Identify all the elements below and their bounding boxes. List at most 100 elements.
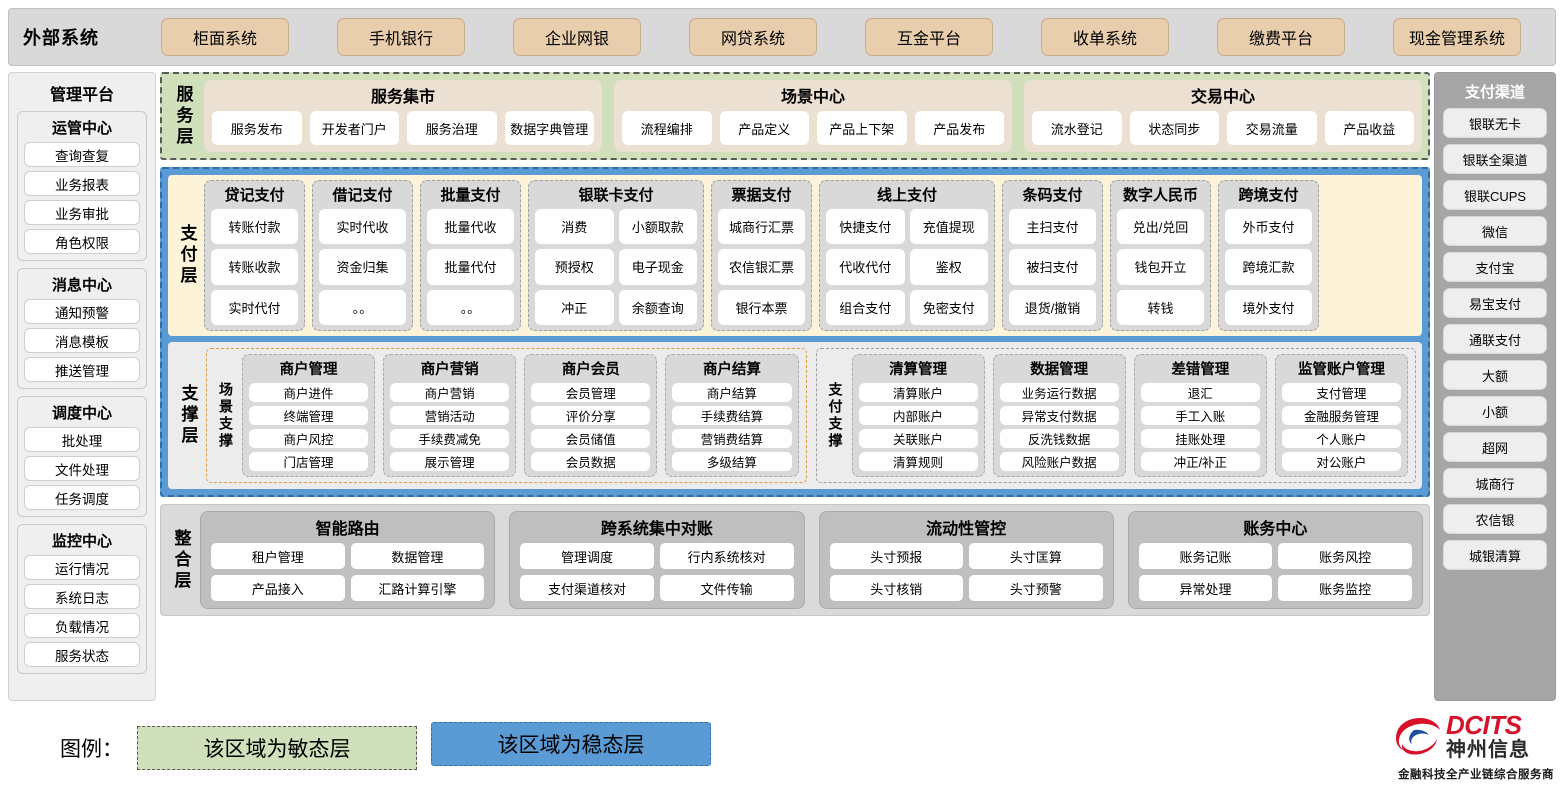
support-chip[interactable]: 会员管理 [531,383,651,402]
payment-chip[interactable]: 组合支付 [826,289,905,325]
payment-chip[interactable]: 。。 [319,289,406,325]
support-chip[interactable]: 挂账处理 [1140,429,1260,448]
sidebar-item-task-scheduling[interactable]: 任务调度 [24,485,140,510]
integration-chip[interactable]: 产品接入 [211,575,345,601]
channel-item-alipay[interactable]: 支付宝 [1443,252,1547,282]
support-chip[interactable]: 关联账户 [858,429,978,448]
sidebar-item-push-management[interactable]: 推送管理 [24,357,140,382]
service-chip[interactable]: 产品收益 [1324,111,1414,145]
support-chip[interactable]: 商户进件 [249,383,369,402]
external-system-chip[interactable]: 互金平台 [865,18,993,56]
payment-chip[interactable]: 被扫支付 [1009,249,1096,285]
external-system-chip[interactable]: 缴费平台 [1217,18,1345,56]
sidebar-item-business-approval[interactable]: 业务审批 [24,200,140,225]
sidebar-item-business-report[interactable]: 业务报表 [24,171,140,196]
support-chip[interactable]: 业务运行数据 [999,383,1119,402]
sidebar-item-load-status[interactable]: 负载情况 [24,613,140,638]
integration-chip[interactable]: 账务记账 [1138,543,1273,569]
integration-chip[interactable]: 管理调度 [520,543,654,569]
payment-chip[interactable]: 跨境汇款 [1225,249,1312,285]
integration-chip[interactable]: 汇路计算引擎 [350,575,485,601]
support-chip[interactable]: 手续费减免 [390,429,510,448]
external-system-chip[interactable]: 收单系统 [1041,18,1169,56]
integration-chip[interactable]: 行内系统核对 [659,543,794,569]
payment-chip[interactable]: 。。 [427,289,514,325]
service-chip[interactable]: 产品上下架 [817,111,907,145]
support-chip[interactable]: 商户风控 [249,429,369,448]
channel-item-unionpay-cardless[interactable]: 银联无卡 [1443,108,1547,138]
payment-chip[interactable]: 预授权 [535,249,614,285]
service-chip[interactable]: 服务治理 [407,111,497,145]
external-system-chip[interactable]: 手机银行 [337,18,465,56]
support-chip[interactable]: 商户结算 [672,383,792,402]
payment-chip[interactable]: 城商行汇票 [718,209,805,245]
payment-chip[interactable]: 鉴权 [909,249,988,285]
channel-item-city-commercial-bank[interactable]: 城商行 [1443,468,1547,498]
support-chip[interactable]: 退汇 [1140,383,1260,402]
support-chip[interactable]: 对公账户 [1281,452,1401,471]
sidebar-item-query-reply[interactable]: 查询查复 [24,142,140,167]
sidebar-item-service-status[interactable]: 服务状态 [24,642,140,667]
support-chip[interactable]: 评价分享 [531,406,651,425]
channel-item-unionpay-omnichannel[interactable]: 银联全渠道 [1443,144,1547,174]
support-chip[interactable]: 营销活动 [390,406,510,425]
payment-chip[interactable]: 冲正 [535,289,614,325]
payment-chip[interactable]: 批量代收 [427,209,514,245]
service-chip[interactable]: 状态同步 [1129,111,1219,145]
payment-chip[interactable]: 境外支付 [1225,289,1312,325]
integration-chip[interactable]: 文件传输 [659,575,794,601]
sidebar-item-role-permission[interactable]: 角色权限 [24,229,140,254]
sidebar-item-running-status[interactable]: 运行情况 [24,555,140,580]
sidebar-item-system-log[interactable]: 系统日志 [24,584,140,609]
support-chip[interactable]: 会员数据 [531,452,651,471]
payment-chip[interactable]: 退货/撤销 [1009,289,1096,325]
support-chip[interactable]: 会员储值 [531,429,651,448]
payment-chip[interactable]: 转账收款 [211,249,298,285]
external-system-chip[interactable]: 企业网银 [513,18,641,56]
payment-chip[interactable]: 转钱 [1117,289,1204,325]
payment-chip[interactable]: 转账付款 [211,209,298,245]
payment-chip[interactable]: 免密支付 [909,289,988,325]
support-chip[interactable]: 内部账户 [858,406,978,425]
sidebar-item-batch-processing[interactable]: 批处理 [24,427,140,452]
payment-chip[interactable]: 农信银汇票 [718,249,805,285]
sidebar-item-notification-alert[interactable]: 通知预警 [24,299,140,324]
support-chip[interactable]: 清算账户 [858,383,978,402]
support-chip[interactable]: 异常支付数据 [999,406,1119,425]
support-chip[interactable]: 手续费结算 [672,406,792,425]
payment-chip[interactable]: 钱包开立 [1117,249,1204,285]
support-chip[interactable]: 终端管理 [249,406,369,425]
payment-chip[interactable]: 电子现金 [618,249,697,285]
service-chip[interactable]: 产品发布 [914,111,1004,145]
payment-chip[interactable]: 资金归集 [319,249,406,285]
payment-chip[interactable]: 代收代付 [826,249,905,285]
external-system-chip[interactable]: 网贷系统 [689,18,817,56]
service-chip[interactable]: 流水登记 [1032,111,1122,145]
service-chip[interactable]: 产品定义 [719,111,809,145]
integration-chip[interactable]: 头寸预警 [969,575,1103,601]
integration-chip[interactable]: 头寸预报 [829,543,964,569]
channel-item-unionpay-cups[interactable]: 银联CUPS [1443,180,1547,210]
payment-chip[interactable]: 银行本票 [718,289,805,325]
payment-chip[interactable]: 外币支付 [1225,209,1312,245]
payment-chip[interactable]: 实时代收 [319,209,406,245]
payment-chip[interactable]: 兑出/兑回 [1117,209,1204,245]
integration-chip[interactable]: 支付渠道核对 [520,575,654,601]
payment-chip[interactable]: 充值提现 [909,209,988,245]
support-chip[interactable]: 手工入账 [1140,406,1260,425]
channel-item-city-bank-clearing[interactable]: 城银清算 [1443,540,1547,570]
support-chip[interactable]: 风险账户数据 [999,452,1119,471]
support-chip[interactable]: 商户营销 [390,383,510,402]
payment-chip[interactable]: 主扫支付 [1009,209,1096,245]
integration-chip[interactable]: 异常处理 [1138,575,1273,601]
payment-chip[interactable]: 余额查询 [618,289,697,325]
support-chip[interactable]: 金融服务管理 [1281,406,1401,425]
support-chip[interactable]: 清算规则 [858,452,978,471]
support-chip[interactable]: 个人账户 [1281,429,1401,448]
payment-chip[interactable]: 实时代付 [211,289,298,325]
external-system-chip[interactable]: 现金管理系统 [1393,18,1521,56]
service-chip[interactable]: 开发者门户 [309,111,399,145]
payment-chip[interactable]: 批量代付 [427,249,514,285]
channel-item-yeepay[interactable]: 易宝支付 [1443,288,1547,318]
integration-chip[interactable]: 头寸核销 [829,575,964,601]
